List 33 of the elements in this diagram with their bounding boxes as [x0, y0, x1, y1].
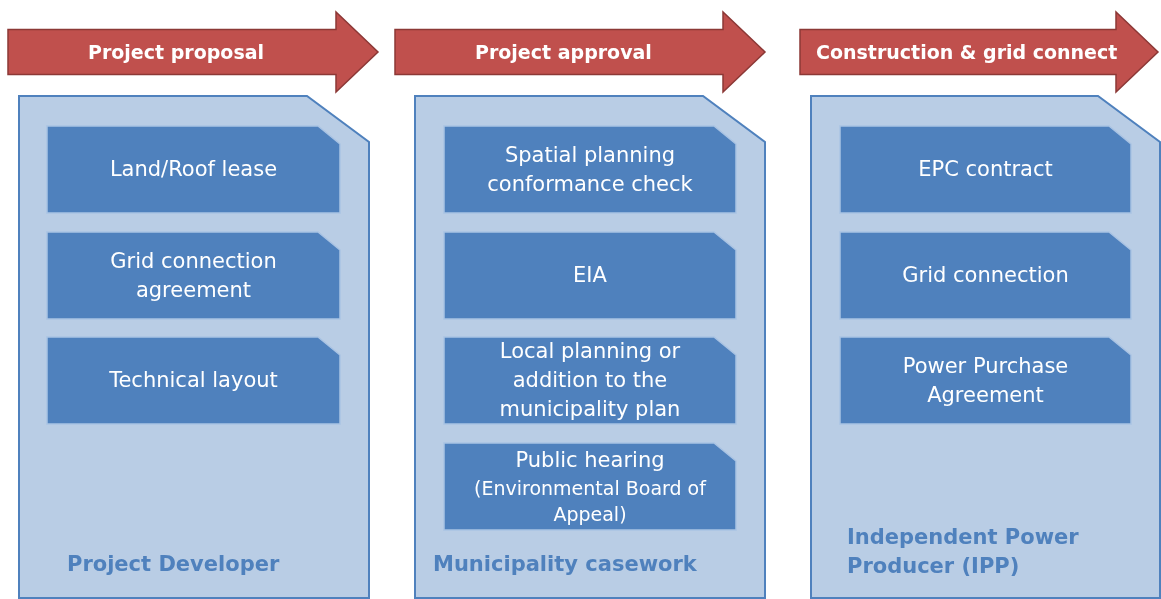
stage-title: Construction & grid connect	[816, 41, 1118, 63]
task-label: Local planning or addition to the municipality plan	[498, 338, 682, 423]
task-label: Power Purchase Agreement	[901, 352, 1070, 409]
actor-panel	[19, 96, 369, 598]
task-box	[444, 126, 736, 213]
task-box	[444, 337, 736, 424]
stage-title: Project approval	[475, 41, 652, 63]
task-box	[47, 337, 340, 424]
task-label: EPC contract	[918, 156, 1053, 183]
task-label: Technical layout	[109, 367, 278, 394]
task-box	[840, 232, 1131, 319]
task-label: Grid connection	[902, 262, 1069, 289]
task-label: Public hearing	[515, 447, 665, 474]
phase-banner	[395, 12, 767, 92]
task-label: Spatial planning conformance check	[486, 141, 694, 198]
task-box	[47, 126, 340, 213]
task-label: EIA	[573, 262, 607, 289]
task-box	[444, 443, 736, 530]
actor-panel	[415, 96, 765, 598]
phase-banner	[800, 12, 1160, 92]
task-label: Land/Roof lease	[109, 156, 278, 183]
task-label: Grid connection agreement	[109, 247, 278, 304]
task-box	[840, 337, 1131, 424]
task-box	[47, 232, 340, 319]
actor-label: Project Developer	[67, 551, 281, 578]
stage-title: Project proposal	[88, 41, 265, 63]
task-label: (Environmental Board of Appeal)	[473, 476, 708, 527]
phase-banner	[8, 12, 380, 92]
actor-label: Municipality casework	[433, 551, 698, 578]
task-box	[840, 126, 1131, 213]
actor-label: Independent Power Producer (IPP)	[847, 524, 1080, 580]
task-box	[444, 232, 736, 319]
actor-panel	[811, 96, 1160, 598]
